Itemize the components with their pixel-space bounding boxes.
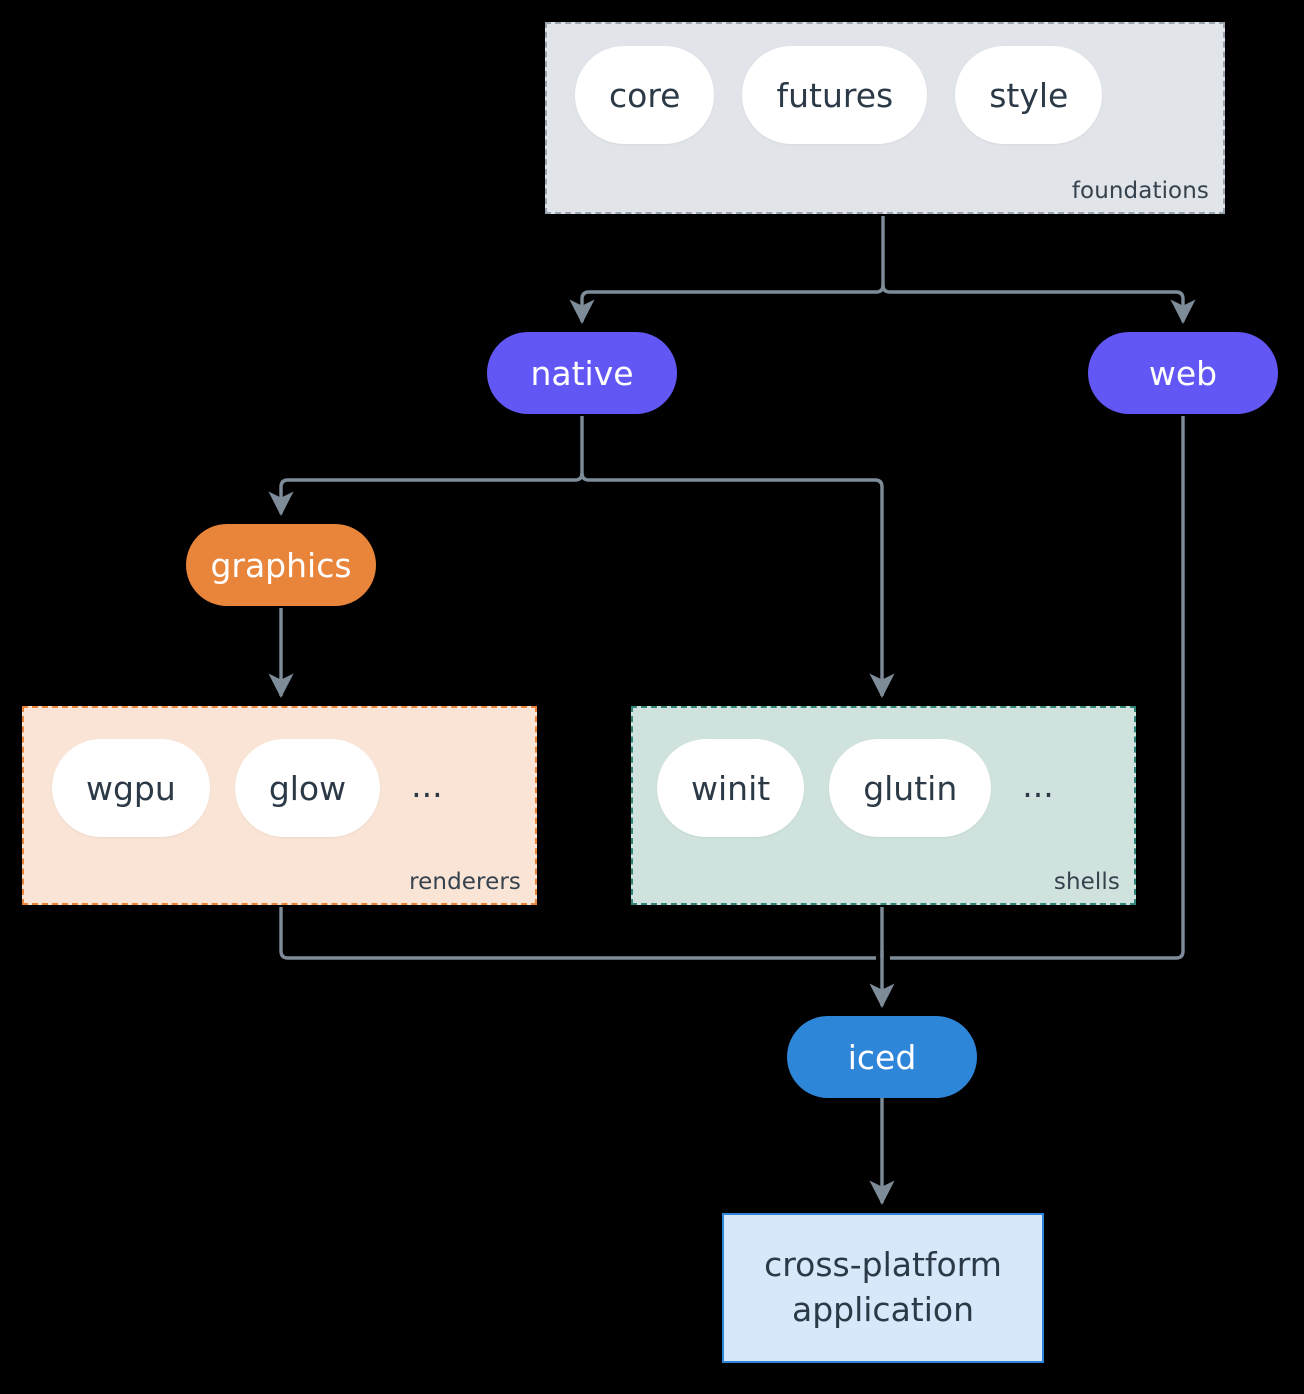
edge-native-shells	[580, 472, 895, 699]
edge-native-graphics	[268, 472, 584, 517]
group-label-renderers: renderers	[409, 869, 521, 895]
group-renderers: wgpu glow ... renderers	[22, 706, 537, 905]
edge-foundations-native	[569, 284, 885, 325]
renderers-ellipsis: ...	[411, 765, 443, 805]
group-label-foundations: foundations	[1071, 178, 1209, 204]
group-label-shells: shells	[1053, 869, 1120, 895]
application-line-1: cross-platform	[764, 1245, 1002, 1285]
node-web[interactable]: web	[1088, 332, 1278, 414]
edge-renderers-iced	[279, 907, 876, 960]
node-cross-platform-application[interactable]: cross-platform application	[722, 1213, 1044, 1363]
chip-winit[interactable]: winit	[657, 739, 805, 837]
chip-glutin[interactable]: glutin	[829, 739, 992, 837]
edge-foundations-web	[881, 284, 1196, 325]
chip-core[interactable]: core	[575, 46, 715, 144]
node-graphics[interactable]: graphics	[186, 524, 376, 606]
chip-style[interactable]: style	[955, 46, 1103, 144]
renderers-chip-row: wgpu glow ...	[52, 739, 449, 837]
shells-ellipsis: ...	[1022, 765, 1054, 805]
chip-futures[interactable]: futures	[742, 46, 928, 144]
group-foundations: core futures style foundations	[545, 22, 1225, 214]
chip-glow[interactable]: glow	[234, 739, 381, 837]
node-native[interactable]: native	[487, 332, 677, 414]
shells-chip-row: winit glutin ...	[657, 739, 1060, 837]
group-shells: winit glutin ... shells	[631, 706, 1136, 905]
application-line-2: application	[791, 1290, 975, 1329]
foundations-chip-row: core futures style	[575, 46, 1103, 144]
node-iced[interactable]: iced	[787, 1016, 977, 1098]
chip-wgpu[interactable]: wgpu	[52, 739, 210, 837]
